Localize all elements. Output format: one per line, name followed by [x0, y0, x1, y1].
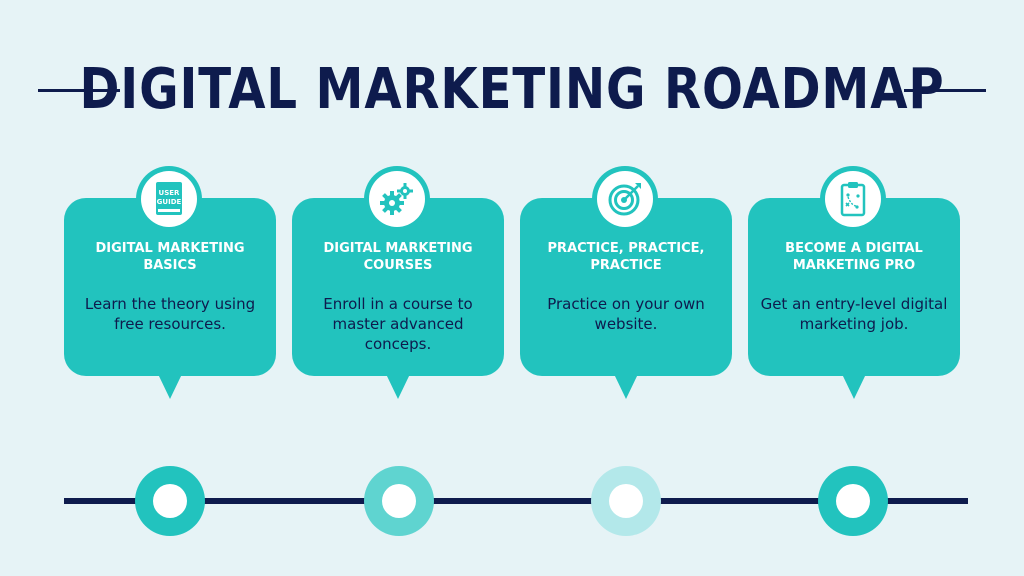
timeline-line: [64, 498, 968, 504]
icon-text-line-2: GUIDE: [157, 198, 182, 206]
clipboard-strategy-icon: [840, 182, 866, 217]
step-description: Enroll in a course to master advanced co…: [323, 295, 473, 353]
step-card-3: PRACTICE, PRACTICE, PRACTICE Practice on…: [520, 166, 732, 402]
step-description: Learn the theory using free resources.: [84, 295, 256, 333]
step-title: DIGITAL MARKETING COURSES: [323, 241, 473, 273]
step-title: PRACTICE, PRACTICE, PRACTICE: [547, 241, 705, 273]
step-card-1: USER GUIDE DIGITAL MARKETING BASICS Lear…: [64, 166, 276, 402]
card-pointer: [842, 374, 866, 399]
step-card-4: BECOME A DIGITAL MARKETING PRO Get an en…: [748, 166, 960, 402]
icon-badge: [364, 166, 430, 232]
timeline-node-1: [135, 466, 205, 536]
step-title: DIGITAL MARKETING BASICS: [95, 241, 245, 273]
icon-badge: [592, 166, 658, 232]
card-pointer: [614, 374, 638, 399]
step-description: Practice on your own website.: [547, 295, 705, 333]
icon-badge: USER GUIDE: [136, 166, 202, 232]
title-left-rule: [38, 89, 120, 92]
title-right-rule: [904, 89, 986, 92]
timeline-node-2: [364, 466, 434, 536]
step-description: Get an entry-level digital marketing job…: [760, 295, 948, 333]
step-card-2: DIGITAL MARKETING COURSES Enroll in a co…: [292, 166, 504, 402]
step-title: BECOME A DIGITAL MARKETING PRO: [785, 241, 923, 273]
gears-icon: [380, 183, 413, 215]
card-pointer: [386, 374, 410, 399]
timeline-node-4: [818, 466, 888, 536]
target-icon: [608, 183, 641, 216]
title-row: DIGITAL MARKETING ROADMAP: [0, 48, 1024, 138]
icon-text-line-1: USER: [159, 189, 181, 197]
timeline-node-3: [591, 466, 661, 536]
card-pointer: [158, 374, 182, 399]
user-guide-icon: USER GUIDE: [156, 182, 182, 215]
icon-badge: [820, 166, 886, 232]
page-title: DIGITAL MARKETING ROADMAP: [79, 57, 945, 122]
